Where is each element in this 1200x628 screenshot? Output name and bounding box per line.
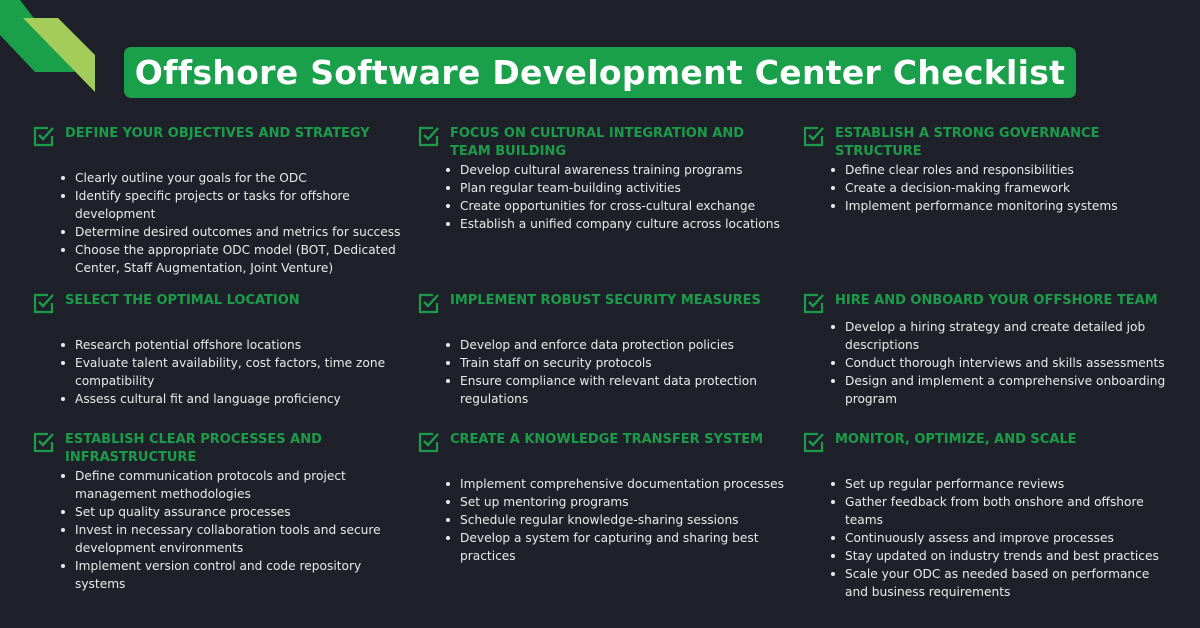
checkbox-checked-icon [803,432,824,453]
list-item: Identify specific projects or tasks for … [61,187,403,223]
section-items: Define communication protocols and proje… [33,467,403,593]
section-heading: HIRE AND ONBOARD YOUR OFFSHORE TEAM [835,293,1158,308]
list-item: Research potential offshore locations [61,336,403,354]
section-items: Develop and enforce data protection poli… [418,336,788,408]
list-item: Plan regular team-building activities [446,179,788,197]
checkbox-checked-icon [803,126,824,147]
list-item: Evaluate talent availability, cost facto… [61,354,403,390]
checklist-section: IMPLEMENT ROBUST SECURITY MEASURES Develo… [418,292,788,408]
checklist-section: CREATE A KNOWLEDGE TRANSFER SYSTEM Implem… [418,431,788,565]
checkbox-checked-icon [803,293,824,314]
checklist-section: MONITOR, OPTIMIZE, AND SCALE Set up regul… [803,431,1173,601]
list-item: Schedule regular knowledge-sharing sessi… [446,511,788,529]
checkbox-checked-icon [418,293,439,314]
checkbox-checked-icon [33,126,54,147]
list-item: Develop a system for capturing and shari… [446,529,788,565]
list-item: Establish a unified company culture acro… [446,215,788,233]
list-item: Implement performance monitoring systems [831,197,1173,215]
list-item: Assess cultural fit and language profici… [61,390,403,408]
checkbox-checked-icon [33,293,54,314]
list-item: Create a decision-making framework [831,179,1173,197]
checkbox-checked-icon [33,432,54,453]
section-heading: ESTABLISH A STRONG GOVERNANCE STRUCTURE [835,126,1100,159]
checkbox-checked-icon [418,432,439,453]
section-header: SELECT THE OPTIMAL LOCATION [33,292,403,314]
section-header: IMPLEMENT ROBUST SECURITY MEASURES [418,292,788,314]
list-item: Develop and enforce data protection poli… [446,336,788,354]
section-items: Implement comprehensive documentation pr… [418,475,788,565]
list-item: Develop cultural awareness training prog… [446,161,788,179]
section-header: DEFINE YOUR OBJECTIVES AND STRATEGY [33,125,403,147]
list-item: Choose the appropriate ODC model (BOT, D… [61,241,403,277]
list-item: Determine desired outcomes and metrics f… [61,223,403,241]
checkbox-checked-icon [418,126,439,147]
list-item: Develop a hiring strategy and create det… [831,318,1173,354]
checklist-section: HIRE AND ONBOARD YOUR OFFSHORE TEAM Devel… [803,292,1173,408]
list-item: Continuously assess and improve processe… [831,529,1173,547]
section-heading: SELECT THE OPTIMAL LOCATION [65,293,300,308]
section-heading: MONITOR, OPTIMIZE, AND SCALE [835,432,1077,447]
section-header: HIRE AND ONBOARD YOUR OFFSHORE TEAM [803,292,1173,314]
section-heading: IMPLEMENT ROBUST SECURITY MEASURES [450,293,761,308]
section-header: MONITOR, OPTIMIZE, AND SCALE [803,431,1173,453]
list-item: Define communication protocols and proje… [61,467,403,503]
page-title: Offshore Software Development Center Che… [124,47,1076,98]
section-items: Develop a hiring strategy and create det… [803,318,1173,408]
list-item: Define clear roles and responsibilities [831,161,1173,179]
section-header: ESTABLISH A STRONG GOVERNANCE STRUCTURE [803,125,1173,161]
checklist-section: ESTABLISH CLEAR PROCESSES AND INFRASTRUC… [33,431,403,593]
list-item: Ensure compliance with relevant data pro… [446,372,788,408]
section-heading: DEFINE YOUR OBJECTIVES AND STRATEGY [65,126,370,141]
checklist-section: DEFINE YOUR OBJECTIVES AND STRATEGY Clear… [33,125,403,277]
section-heading: CREATE A KNOWLEDGE TRANSFER SYSTEM [450,432,764,447]
list-item: Conduct thorough interviews and skills a… [831,354,1173,372]
list-item: Implement version control and code repos… [61,557,403,593]
section-header: FOCUS ON CULTURAL INTEGRATION AND TEAM B… [418,125,788,161]
section-heading: FOCUS ON CULTURAL INTEGRATION AND TEAM B… [450,126,744,159]
list-item: Set up regular performance reviews [831,475,1173,493]
section-header: ESTABLISH CLEAR PROCESSES AND INFRASTRUC… [33,431,403,467]
list-item: Implement comprehensive documentation pr… [446,475,788,493]
list-item: Clearly outline your goals for the ODC [61,169,403,187]
list-item: Invest in necessary collaboration tools … [61,521,403,557]
list-item: Design and implement a comprehensive onb… [831,372,1173,408]
list-item: Set up quality assurance processes [61,503,403,521]
corner-stripes-decoration [0,0,95,92]
list-item: Train staff on security protocols [446,354,788,372]
list-item: Gather feedback from both onshore and of… [831,493,1173,529]
checklist-section: FOCUS ON CULTURAL INTEGRATION AND TEAM B… [418,125,788,233]
list-item: Stay updated on industry trends and best… [831,547,1173,565]
checklist-section: SELECT THE OPTIMAL LOCATION Research pote… [33,292,403,408]
list-item: Scale your ODC as needed based on perfor… [831,565,1173,601]
section-header: CREATE A KNOWLEDGE TRANSFER SYSTEM [418,431,788,453]
list-item: Set up mentoring programs [446,493,788,511]
section-heading: ESTABLISH CLEAR PROCESSES AND INFRASTRUC… [65,432,322,465]
list-item: Create opportunities for cross-cultural … [446,197,788,215]
section-items: Develop cultural awareness training prog… [418,161,788,233]
